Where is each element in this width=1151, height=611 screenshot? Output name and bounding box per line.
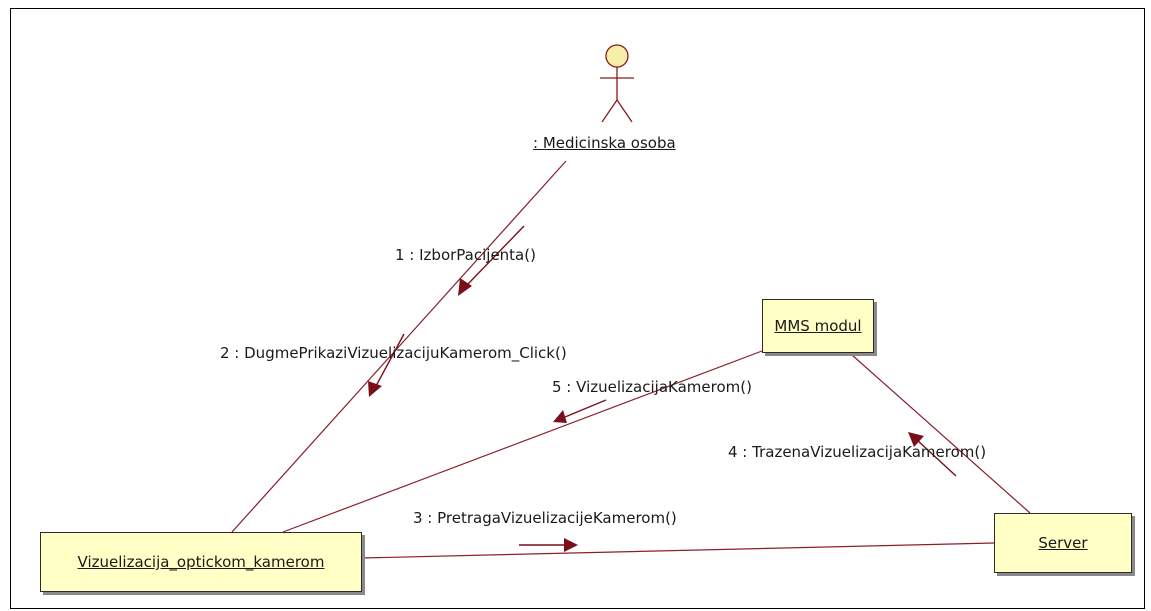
actor-medicinska-osoba-label: : Medicinska osoba <box>533 134 676 152</box>
msg1-arrowhead <box>458 278 472 296</box>
object-server: Server <box>994 513 1132 573</box>
actor-figure <box>600 44 634 123</box>
link-mms-server <box>851 354 1031 514</box>
link-mms-vizualizacija <box>282 350 763 533</box>
object-vizuelizacija: Vizuelizacija_optickom_kamerom <box>40 532 362 592</box>
object-vizuelizacija-label: Vizuelizacija_optickom_kamerom <box>77 553 325 571</box>
message-4-label: 4 : TrazenaVizuelizacijaKamerom() <box>728 443 987 461</box>
actor-head-icon <box>605 44 629 68</box>
msg3-arrowhead <box>564 538 578 552</box>
message-1-label: 1 : IzborPacijenta() <box>395 246 536 264</box>
msg2-arrow-shaft <box>375 333 405 387</box>
object-mms-modul-label: MMS modul <box>774 317 862 335</box>
message-5-label: 5 : VizuelizacijaKamerom() <box>552 378 752 396</box>
msg2-arrowhead <box>368 381 382 397</box>
message-3-label: 3 : PretragaVizuelizacijeKamerom() <box>413 509 677 527</box>
msg1-arrow-shaft <box>467 225 525 285</box>
msg5-arrow-shaft <box>564 399 607 418</box>
msg5-arrowhead <box>553 410 567 423</box>
msg4-arrow-shaft <box>916 439 957 477</box>
object-mms-modul: MMS modul <box>762 299 874 353</box>
diagram-frame <box>10 8 1145 609</box>
link-actor-vizualizacija <box>231 160 567 533</box>
message-2-label: 2 : DugmePrikaziVizuelizacijuKamerom_Cli… <box>220 344 567 362</box>
link-vizualizacija-server <box>361 542 995 559</box>
object-server-label: Server <box>1038 534 1088 552</box>
msg4-arrowhead <box>908 432 924 447</box>
